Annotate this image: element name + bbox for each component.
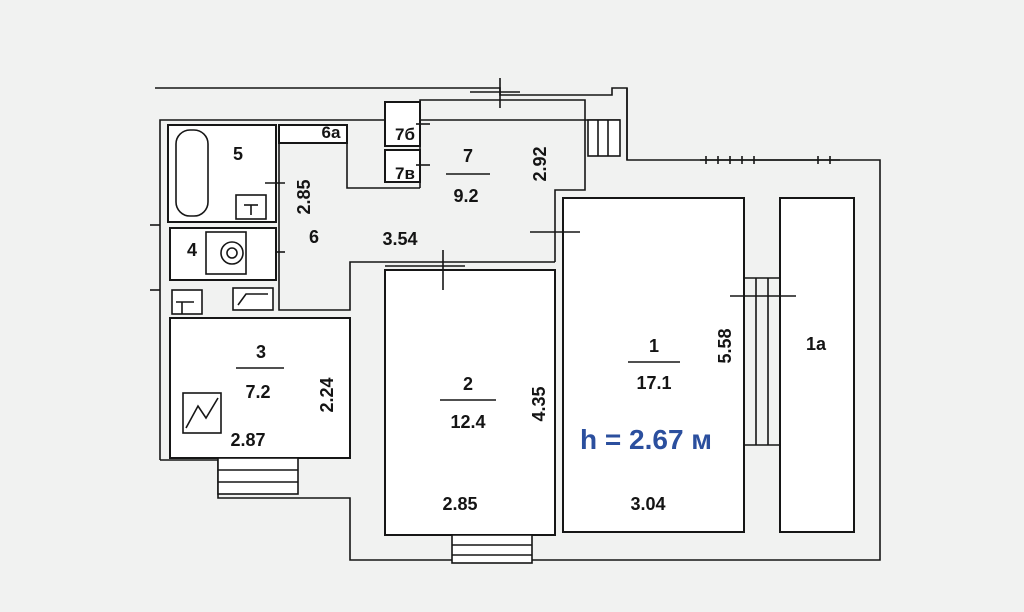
- bathtub-icon: [175, 129, 209, 217]
- room-1a-outline: [779, 197, 855, 533]
- toilet-icon: [205, 231, 247, 275]
- room-7b-number: 7б: [395, 125, 415, 144]
- room-2-door: [385, 250, 465, 290]
- radiator-ticks: [700, 156, 840, 164]
- dim-corridor-width: 2.85: [294, 179, 314, 214]
- room-6-number: 6: [309, 227, 319, 247]
- room-1-outline: [562, 197, 745, 533]
- room-7v-number: 7в: [395, 164, 415, 183]
- window-3: [217, 457, 299, 495]
- washbasin-icon: [235, 194, 267, 220]
- room-5-number: 5: [233, 144, 243, 164]
- dim-hall-width: 2.92: [530, 146, 550, 181]
- closet-7b-outline: [384, 101, 421, 147]
- room-2-area: 12.4: [450, 412, 485, 432]
- room-2-number: 2: [463, 374, 473, 394]
- room-6a-outline: [278, 124, 348, 144]
- room-1-area: 17.1: [636, 373, 671, 393]
- dim-room-1-length: 5.58: [715, 328, 735, 363]
- dim-room-2-width: 2.85: [442, 494, 477, 514]
- window-2: [451, 534, 533, 564]
- room-7-area: 9.2: [453, 186, 478, 206]
- room-3-number: 3: [256, 342, 266, 362]
- dim-corridor-length: 3.54: [382, 229, 417, 249]
- room-7-number: 7: [463, 146, 473, 166]
- stove-icon: [182, 392, 222, 434]
- entrance-stairs: [587, 119, 621, 157]
- corridor-walls: [265, 143, 555, 311]
- room-3-area: 7.2: [245, 382, 270, 402]
- riser-icon: [171, 289, 203, 315]
- ceiling-height-label: h = 2.67 м: [580, 424, 712, 455]
- closet-7v-outline: [384, 149, 421, 183]
- room-4-number: 4: [187, 240, 197, 260]
- dim-room-1-width: 3.04: [630, 494, 665, 514]
- room-7-outline: [419, 78, 586, 262]
- kitchen-sink-icon: [232, 287, 274, 311]
- room-6a-number: 6а: [322, 123, 341, 142]
- dim-kitchen-length: 2.87: [230, 430, 265, 450]
- room-3-outline: [169, 317, 351, 459]
- balcony-door: [730, 277, 796, 446]
- room-1a-number: 1а: [806, 334, 827, 354]
- dim-room-2-length: 4.35: [529, 386, 549, 421]
- room-1-number: 1: [649, 336, 659, 356]
- dim-kitchen-width: 2.24: [317, 377, 337, 412]
- room-2-outline: [384, 269, 556, 536]
